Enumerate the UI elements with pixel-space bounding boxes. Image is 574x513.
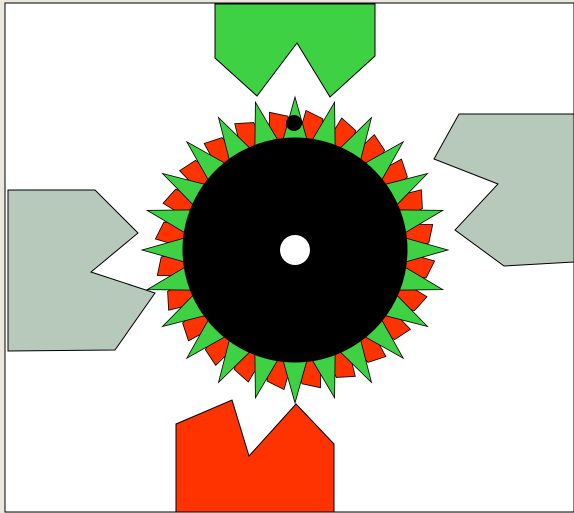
rotor-hub (280, 235, 310, 265)
rotor-position-marker (286, 115, 302, 131)
